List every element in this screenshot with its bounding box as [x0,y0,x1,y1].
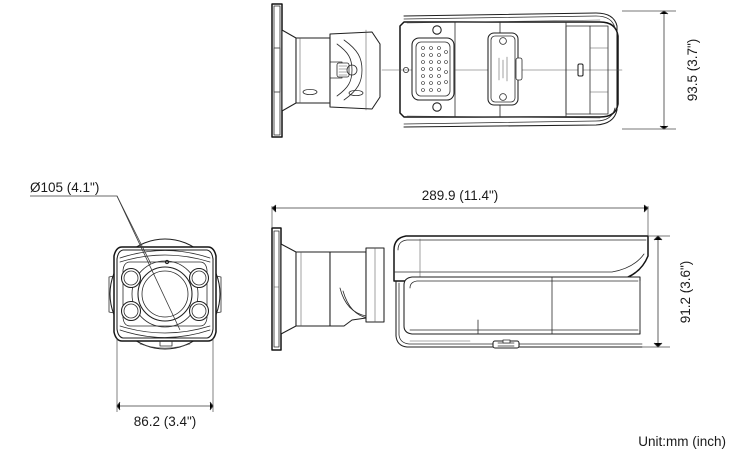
top-view-grille [411,37,455,101]
side-view [271,227,649,351]
top-view-camera-body [381,12,623,128]
dim-label-diameter: Ø105 (4.1") [30,180,99,195]
dim-top-view-height: 93.5 (3.7") [622,10,700,130]
side-view-gimbal-arm [329,247,385,327]
top-view [271,3,623,138]
dim-label-side-length: 289.9 (11.4") [422,188,499,203]
side-view-pedestal [280,243,331,335]
side-view-sunshield [393,235,649,282]
dim-label-top-height: 93.5 (3.7") [685,39,700,102]
dim-front-view-width: 86.2 (3.4") [116,338,214,429]
side-view-camera-body [395,276,643,349]
front-view [108,238,222,350]
top-view-pedestal [281,29,331,112]
top-view-nameplate [487,32,523,106]
top-view-gimbal-knuckle [329,29,381,111]
dim-side-view-length: 289.9 (11.4") [271,188,649,236]
side-view-mount-plate [271,227,282,351]
unit-note: Unit:mm (inch) [638,434,726,449]
top-view-mount-plate [271,3,283,138]
dim-front-view-diameter: Ø105 (4.1") [30,180,181,331]
front-view-ir-leds [120,267,210,322]
dim-side-view-height: 91.2 (3.6") [642,235,693,348]
dim-label-side-height: 91.2 (3.6") [678,261,693,324]
dim-label-front-width: 86.2 (3.4") [134,414,197,429]
top-view-rear-block [565,25,609,115]
